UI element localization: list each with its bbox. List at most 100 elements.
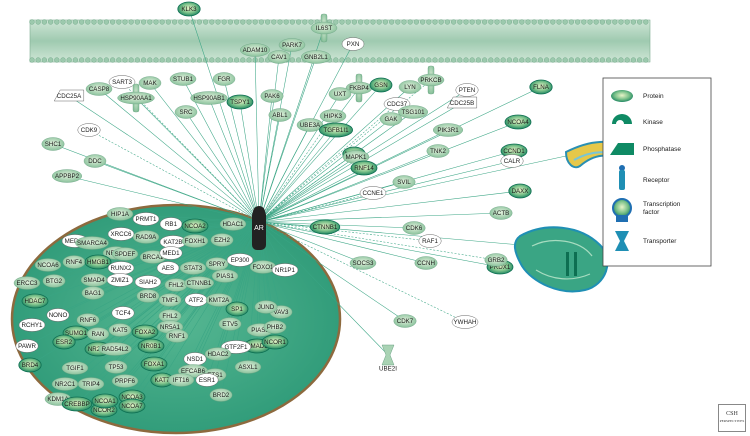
gene-node-pak6-protein[interactable]: PAK6 (260, 89, 284, 103)
gene-node-rchy1-white[interactable]: RCHY1 (18, 318, 46, 332)
ar-hub-node[interactable]: AR (252, 206, 266, 250)
gene-node-sart3-white[interactable]: SART3 (108, 75, 136, 89)
gene-node-runx2-white[interactable]: RUNX2 (107, 261, 135, 275)
gene-node-ube3a-protein[interactable]: UBE3A (296, 118, 324, 132)
gene-node-svil-protein[interactable]: SVIL (392, 175, 416, 189)
gene-node-tgfb1i1-tf[interactable]: TGFB1I1 (318, 122, 353, 138)
gene-node-ncoa6-protein[interactable]: NCOA6 (34, 258, 62, 272)
gene-node-ncor1-tf[interactable]: NCOR1 (261, 334, 289, 350)
gene-node-brd8-protein[interactable]: BRD8 (136, 289, 160, 303)
gene-node-stub1-protein[interactable]: STUB1 (169, 72, 197, 86)
gene-node-cdc25a-phosphatase[interactable]: CDC25A (53, 89, 85, 102)
gene-node-kmt2a-protein[interactable]: KMT2A (205, 293, 233, 307)
gene-node-grb2-protein[interactable]: GRB2 (484, 253, 508, 267)
gene-node-adam10-protein[interactable]: ADAM10 (239, 43, 270, 57)
gene-node-stat3-protein[interactable]: STAT3 (179, 261, 207, 275)
gene-node-calr-white[interactable]: CALR (500, 154, 524, 168)
gene-node-ift16-protein[interactable]: IFT16 (167, 373, 195, 387)
gene-node-bag1-protein[interactable]: BAG1 (81, 286, 105, 300)
gene-node-pias1-protein[interactable]: PIAS1 (211, 269, 239, 283)
gene-node-hsp90aa1-receptor[interactable]: HSP90AA1 (117, 83, 155, 113)
gene-node-ncoa4-tf[interactable]: NCOA4 (504, 114, 532, 130)
gene-node-tcf4-white[interactable]: TCF4 (111, 306, 135, 320)
gene-node-ywhah-white[interactable]: YWHAH (451, 315, 479, 329)
gene-node-rad54l2-protein[interactable]: RAD54L2 (98, 342, 132, 356)
gene-node-src-kinase[interactable]: SRC (174, 105, 198, 119)
gene-node-rnf6-protein[interactable]: RNF6 (76, 313, 100, 327)
gene-node-spry-protein[interactable]: SPRY (205, 257, 229, 271)
gene-node-foxa2-tf[interactable]: FOXA2 (131, 324, 159, 340)
gene-node-prpf6-protein[interactable]: PRPF6 (111, 374, 139, 388)
gene-node-pik3r1-protein[interactable]: PIK3R1 (433, 123, 464, 137)
gene-node-fgr-protein[interactable]: FGR (212, 72, 236, 86)
gene-node-gak-protein[interactable]: GAK (379, 112, 403, 126)
gene-node-klk3-tf[interactable]: KLK3 (177, 1, 201, 17)
gene-node-prmt1-white[interactable]: PRMT1 (132, 212, 160, 226)
gene-node-casp8-protein[interactable]: CASP8 (85, 82, 113, 96)
gene-node-raf1-white[interactable]: RAF1 (418, 234, 442, 248)
gene-node-ccne1-white[interactable]: CCNE1 (359, 186, 387, 200)
gene-node-ddc-protein[interactable]: DDC (83, 154, 107, 168)
gene-node-hsp90ab1-protein[interactable]: HSP90AB1 (190, 91, 228, 105)
gene-node-ctnnb1-protein[interactable]: CTNNB1 (183, 276, 214, 290)
gene-node-cdc25b-phosphatase[interactable]: CDC25B (446, 96, 478, 109)
gene-node-nr1p1-white[interactable]: NR1P1 (271, 263, 299, 277)
gene-node-tp53-protein[interactable]: TP53 (104, 360, 128, 374)
gene-node-tnk2-kinase[interactable]: TNK2 (426, 144, 450, 158)
gene-node-rb1-white[interactable]: RB1 (159, 217, 183, 231)
gene-node-phb2-protein[interactable]: PHB2 (263, 320, 287, 334)
gene-node-hdac1-protein[interactable]: HDAC1 (219, 217, 247, 231)
gene-node-gsn-tf[interactable]: GSN (369, 77, 393, 93)
gene-node-flna-tf[interactable]: FLNA (529, 79, 553, 95)
gene-node-shc1-protein[interactable]: SHC1 (41, 137, 65, 151)
gene-node-abl1-protein[interactable]: ABL1 (268, 108, 292, 122)
gene-node-park7-protein[interactable]: PARK7 (278, 38, 306, 52)
gene-node-ncoa1-tf[interactable]: NCOA1 (91, 393, 119, 409)
gene-node-xrcc6-white[interactable]: XRCC6 (107, 227, 135, 241)
gene-node-ncoa7-tf[interactable]: NCOA7 (118, 398, 146, 414)
gene-node-aes-white[interactable]: AES (156, 261, 180, 275)
gene-node-spdef-protein[interactable]: SPDEF (111, 247, 139, 261)
gene-node-tsg101-protein[interactable]: TSG101 (398, 105, 429, 119)
gene-node-cav1-protein[interactable]: CAV1 (267, 50, 291, 64)
gene-node-pxn-white[interactable]: PXN (341, 37, 365, 51)
gene-node-ctnnb1-tf[interactable]: CTNNB1 (309, 219, 341, 235)
gene-node-ercc3-protein[interactable]: ERCC3 (13, 276, 41, 290)
gene-node-zmiz1-white[interactable]: ZMIZ1 (106, 273, 134, 287)
gene-node-nsd1-white[interactable]: NSD1 (183, 352, 207, 366)
gene-node-brca1-protein[interactable]: BRCA1 (139, 250, 167, 264)
gene-node-cdk6-protein[interactable]: CDK6 (402, 221, 426, 235)
gene-node-cdk9-white[interactable]: CDK9 (77, 123, 101, 137)
gene-node-pawr-white[interactable]: PAWR (15, 339, 39, 353)
gene-node-socs3-protein[interactable]: SOCS3 (349, 256, 377, 270)
gene-node-hip1a-protein[interactable]: HIP1A (106, 207, 134, 221)
gene-node-fkbp4-receptor[interactable]: FKBP4 (345, 73, 373, 103)
gene-node-nr2c1-protein[interactable]: NR2C1 (51, 377, 79, 391)
gene-node-ran-protein[interactable]: RAN (86, 327, 110, 341)
gene-node-appbp2-protein[interactable]: APPBP2 (52, 169, 83, 183)
gene-node-fhl2-protein[interactable]: FHL2 (164, 278, 188, 292)
gene-node-trip4-protein[interactable]: TRIP4 (77, 377, 105, 391)
gene-node-siah2-white[interactable]: SIAH2 (134, 275, 162, 289)
gene-node-nono-white[interactable]: NONO (46, 308, 70, 322)
gene-node-med1-white[interactable]: MED1 (159, 246, 183, 260)
gene-node-pten-white[interactable]: PTEN (455, 83, 479, 97)
gene-node-cdk7-protein[interactable]: CDK7 (393, 314, 417, 328)
gene-node-foxa1-tf[interactable]: FOXA1 (140, 356, 168, 372)
gene-node-hipk3-protein[interactable]: HIPK3 (319, 109, 347, 123)
gene-node-asxl1-protein[interactable]: ASXL1 (234, 360, 262, 374)
gene-node-ncoa2-tf[interactable]: NCOA2 (181, 218, 209, 234)
gene-node-esr2-tf[interactable]: ESR2 (52, 334, 76, 350)
gene-node-uxt-protein[interactable]: UXT (328, 87, 352, 101)
gene-node-kat5-protein[interactable]: KAT5 (108, 323, 132, 337)
gene-node-daxx-tf[interactable]: DAXX (508, 183, 532, 199)
gene-node-il6st-receptor[interactable]: IL6ST (310, 13, 338, 43)
gene-node-jund-protein[interactable]: JUND (254, 300, 278, 314)
gene-node-rad9a-protein[interactable]: RAD9A (132, 230, 160, 244)
gene-node-gnb2l1-protein[interactable]: GNB2L1 (301, 50, 332, 64)
gene-node-hmgb1-tf[interactable]: HMGB1 (84, 254, 112, 270)
gene-node-btg2-protein[interactable]: BTG2 (42, 274, 66, 288)
gene-node-tgif1-protein[interactable]: TGIF1 (61, 361, 89, 375)
gene-node-prkcb-receptor[interactable]: PRKCB (417, 65, 445, 95)
gene-node-rnf1-protein[interactable]: RNF1 (165, 329, 189, 343)
